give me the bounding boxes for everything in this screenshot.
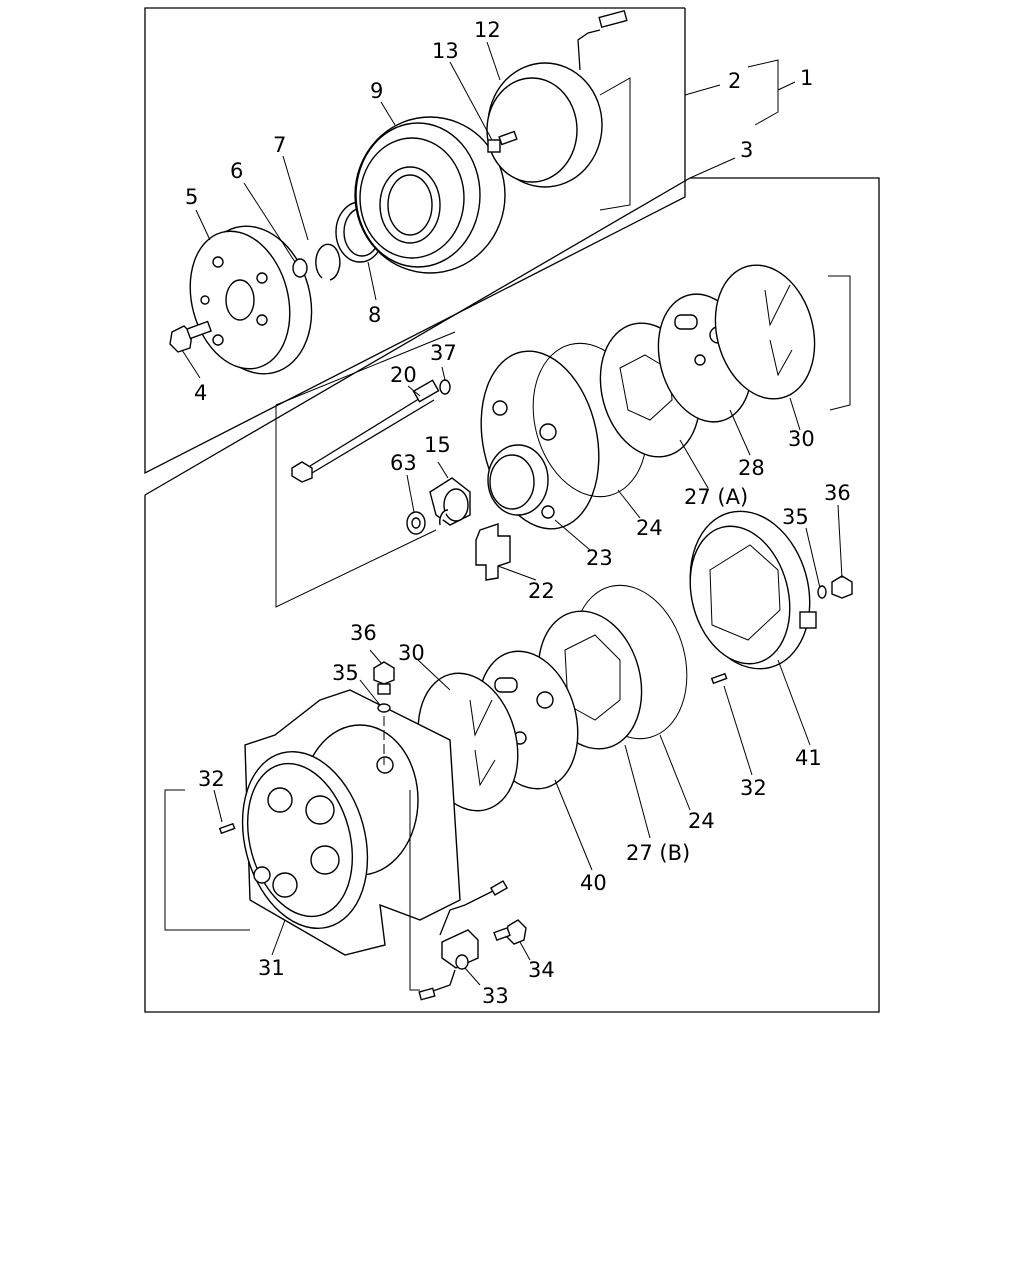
label-30-upper: 30 (788, 427, 815, 451)
thermo-switch (409, 790, 509, 1001)
label-28: 28 (738, 456, 765, 480)
label-35-right: 35 (782, 505, 809, 529)
label-34: 34 (528, 958, 555, 982)
armature-bolt (169, 320, 212, 353)
leader-2 (684, 84, 721, 96)
label-20: 20 (390, 363, 417, 387)
group-frame-compressor (144, 177, 880, 1013)
plug-36-right (831, 575, 853, 599)
label-31: 31 (258, 956, 285, 980)
leader-3 (689, 157, 736, 179)
label-37: 37 (430, 341, 457, 365)
part-labels: 1 2 3 4 5 6 7 8 9 12 13 15 20 22 23 24 2… (185, 18, 851, 1008)
front-key (475, 523, 511, 581)
rear-head (689, 510, 817, 670)
group-frame-clutch (144, 7, 686, 475)
label-27b: 27 (B) (626, 841, 690, 865)
shim (292, 258, 308, 278)
label-27a: 27 (A) (684, 485, 748, 509)
label-23: 23 (586, 546, 613, 570)
coil-screw (487, 130, 518, 153)
pin-32-left (218, 822, 236, 835)
label-24-upper: 24 (636, 516, 663, 540)
o-ring-37 (439, 379, 451, 395)
bracket-30-28-27 (828, 275, 851, 411)
shaft-seal (429, 477, 471, 526)
leader-1 (777, 81, 796, 91)
pin-32-right (710, 672, 728, 685)
leader-1-bracket (747, 59, 779, 126)
label-40: 40 (580, 871, 607, 895)
label-3: 3 (740, 138, 753, 162)
label-4: 4 (194, 381, 207, 405)
pulley (354, 116, 506, 274)
switch-bolt (493, 919, 527, 945)
suction-valve-upper (714, 264, 816, 400)
label-22: 22 (528, 579, 555, 603)
bracket-shaft (164, 789, 250, 931)
label-36-lower: 36 (350, 621, 377, 645)
armature-plate (189, 225, 313, 375)
label-5: 5 (185, 185, 198, 209)
bracket-pulley (599, 77, 631, 211)
label-30-lower: 30 (398, 641, 425, 665)
label-41: 41 (795, 746, 822, 770)
label-9: 9 (370, 79, 383, 103)
leader-lines (181, 41, 843, 986)
label-32-right: 32 (740, 776, 767, 800)
snap-ring (315, 243, 341, 281)
inner-bracket-front-head (275, 331, 456, 608)
field-coil (486, 9, 628, 188)
label-12: 12 (474, 18, 501, 42)
label-8: 8 (368, 303, 381, 327)
o-ring-35-lower (377, 703, 391, 713)
plug-36-lower (373, 661, 395, 695)
label-6: 6 (230, 159, 243, 183)
label-35-lower: 35 (332, 661, 359, 685)
cylinder-block (241, 689, 461, 956)
o-ring-35-right (817, 585, 827, 599)
label-33: 33 (482, 984, 509, 1008)
label-32-left: 32 (198, 767, 225, 791)
label-13: 13 (432, 39, 459, 63)
label-7: 7 (273, 133, 286, 157)
label-1: 1 (800, 66, 813, 90)
through-bolt (291, 379, 440, 483)
label-2: 2 (728, 69, 741, 93)
label-63: 63 (390, 451, 417, 475)
label-36-right: 36 (824, 481, 851, 505)
label-15: 15 (424, 433, 451, 457)
label-24-lower: 24 (688, 809, 715, 833)
front-head (480, 350, 600, 530)
shaft-nut (406, 511, 426, 535)
